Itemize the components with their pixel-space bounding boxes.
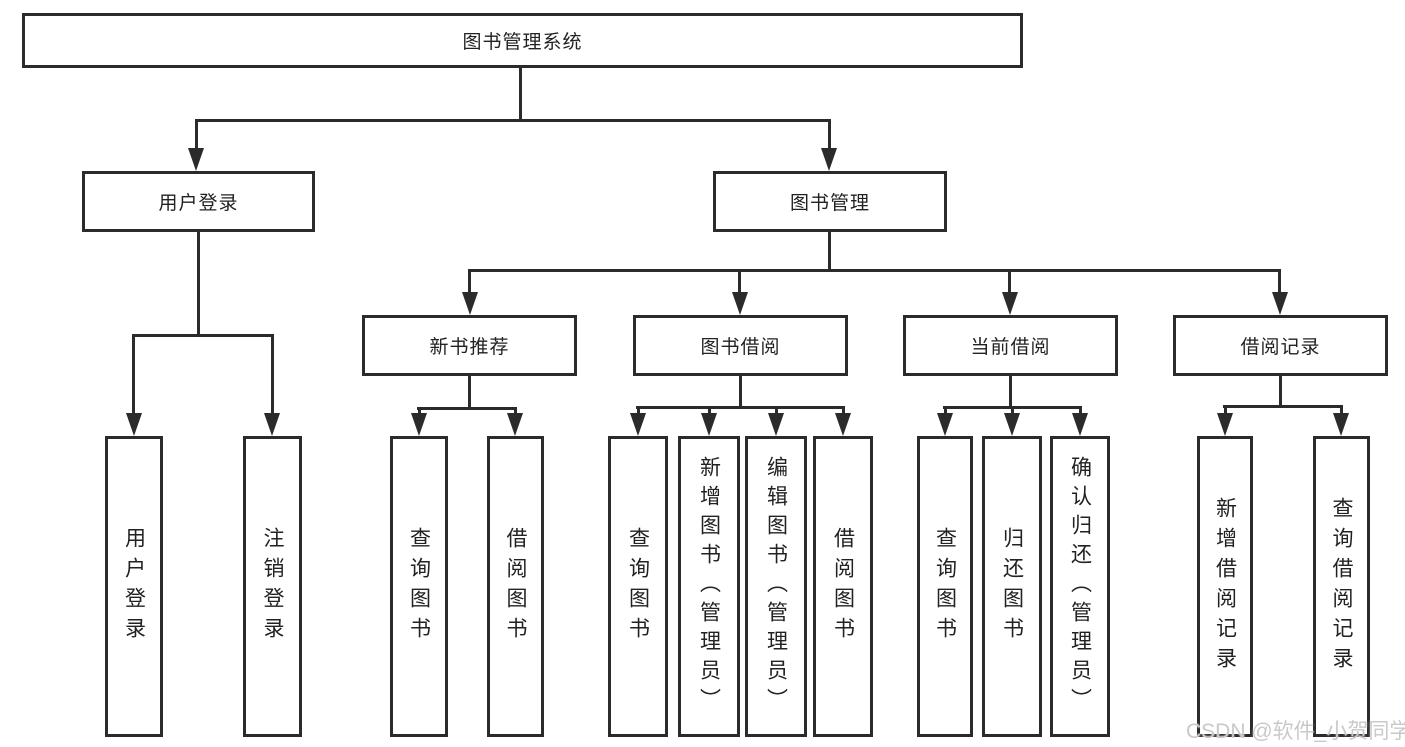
connector-line [1079,406,1082,416]
connector-line [636,406,845,409]
node-new-book-recommend: 新书推荐 [362,315,577,376]
node-label: 查询图书 [407,526,431,647]
node-label: 查询借阅记录 [1330,496,1353,677]
node-label: 确认归还（管理员） [1068,456,1092,717]
connector-line [418,407,421,417]
arrowhead-icon [630,413,646,436]
connector-line [828,119,831,151]
node-label: 借阅图书 [504,526,527,647]
node-label: 新增图书（管理员） [697,456,721,717]
connector-line [417,407,517,410]
connector-line [739,376,742,409]
arrowhead-icon [835,413,851,436]
node-label: 借阅记录 [1240,337,1321,358]
connector-line [468,376,471,410]
arrowhead-icon [264,413,280,436]
connector-line [842,406,845,416]
node-borrow-books-recommend: 借阅图书 [487,436,544,737]
arrowhead-icon [1217,413,1233,436]
connector-line [514,407,517,417]
node-label: 归还图书 [1000,526,1024,647]
connector-line [738,269,741,295]
connector-line [468,269,1281,272]
connector-line [1223,405,1343,408]
connector-line [1340,405,1343,415]
connector-line [195,119,198,151]
connector-line [132,334,274,337]
connector-line [708,406,711,416]
node-book-management-system: 图书管理系统 [22,13,1023,68]
connector-line [195,119,831,122]
arrowhead-icon [937,413,953,436]
node-label: 借阅图书 [831,526,855,647]
arrowhead-icon [1333,413,1349,436]
node-query-borrow-record: 查询借阅记录 [1313,436,1370,737]
node-query-books-recommend: 查询图书 [390,436,448,737]
connector-line [775,406,778,416]
arrowhead-icon [732,292,748,315]
connector-line [468,269,471,295]
node-book-management: 图书管理 [713,171,947,232]
node-label: 新书推荐 [429,337,510,358]
arrowhead-icon [411,413,427,436]
arrowhead-icon [701,413,717,436]
connector-line [1279,376,1282,408]
connector-line [132,334,135,416]
node-book-borrowing: 图书借阅 [633,315,848,376]
node-label: 新增借阅记录 [1213,496,1237,677]
connector-line [1008,269,1011,295]
node-label: 注销登录 [261,526,284,647]
node-query-books-current: 查询图书 [917,436,973,737]
connector-line [519,68,522,122]
node-label: 查询图书 [626,526,650,647]
connector-line [1009,376,1012,409]
arrowhead-icon [821,148,837,171]
node-borrow-books-borrow: 借阅图书 [813,436,873,737]
arrowhead-icon [1072,413,1088,436]
connector-line [1278,269,1281,295]
node-user-login: 用户登录 [82,171,315,232]
node-label: 图书管理系统 [462,32,583,53]
node-query-books-borrow: 查询图书 [608,436,668,737]
arrowhead-icon [1272,292,1288,315]
node-confirm-return-admin: 确认归还（管理员） [1050,436,1110,737]
node-logout: 注销登录 [243,436,302,737]
arrowhead-icon [768,413,784,436]
connector-line [1224,405,1227,415]
node-label: 用户登录 [122,526,146,647]
node-add-borrow-record: 新增借阅记录 [1197,436,1253,737]
arrowhead-icon [126,413,142,436]
node-label: 编辑图书（管理员） [764,456,788,717]
node-label: 用户登录 [158,193,239,214]
connector-line [637,406,640,416]
node-label: 当前借阅 [970,337,1051,358]
arrowhead-icon [188,148,204,171]
arrowhead-icon [1004,413,1020,436]
node-edit-books-admin: 编辑图书（管理员） [745,436,807,737]
arrowhead-icon [507,413,523,436]
connector-line [828,232,831,272]
connector-line [1011,406,1014,416]
connector-line [271,334,274,416]
node-label: 图书借阅 [700,337,781,358]
node-borrowing-records: 借阅记录 [1173,315,1388,376]
connector-line [944,406,947,416]
node-return-books: 归还图书 [982,436,1042,737]
arrowhead-icon [462,292,478,315]
node-current-borrowing: 当前借阅 [903,315,1118,376]
node-user-login-leaf: 用户登录 [105,436,163,737]
arrowhead-icon [1002,292,1018,315]
csdn-watermark: CSDN @软件_小贺同学 [1186,720,1405,743]
connector-line [197,232,200,337]
node-add-books-admin: 新增图书（管理员） [678,436,740,737]
node-label: 查询图书 [933,526,957,647]
node-label: 图书管理 [789,193,870,214]
